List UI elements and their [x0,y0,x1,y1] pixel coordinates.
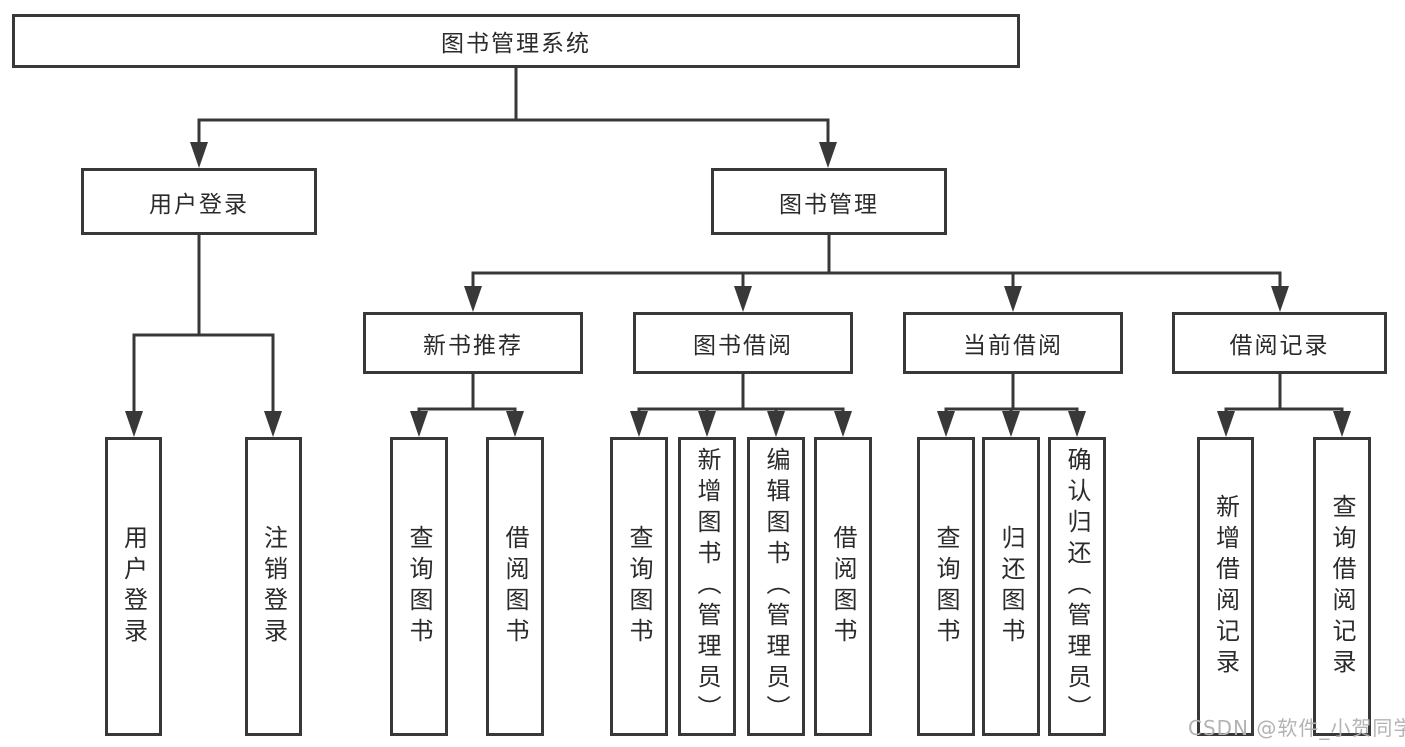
node-query-books-1: 查询图书 [390,437,448,736]
node-logout-action: 注销登录 [245,437,302,736]
node-label: 注销登录 [259,524,288,649]
node-query-books-2: 查询图书 [610,437,668,736]
node-borrow-records: 借阅记录 [1172,312,1387,374]
node-confirm-return-admin: 确认归还（管理员） [1048,437,1106,736]
node-label: 新增图书（管理员） [693,447,721,726]
arrowhead-icon [464,286,482,312]
node-label: 用户登录 [119,524,148,649]
arrowhead-icon [734,286,752,312]
node-add-books-admin: 新增图书（管理员） [678,437,736,736]
arrowhead-icon [1004,286,1022,312]
arrowhead-icon [1068,411,1086,437]
node-book-management: 图书管理 [711,168,947,235]
node-query-borrow-record: 查询借阅记录 [1313,437,1371,736]
arrowhead-icon [125,411,143,437]
arrowhead-icon [190,142,208,168]
node-label: 图书借阅 [693,333,793,359]
arrowhead-icon [767,411,785,437]
node-label: 借阅记录 [1229,333,1330,359]
node-label: 归还图书 [997,524,1025,649]
node-label: 新书推荐 [423,333,523,359]
node-user-login-action: 用户登录 [105,437,162,736]
connector-lines [132,235,275,431]
node-user-login-module: 用户登录 [81,168,317,235]
arrowhead-icon [630,411,648,437]
node-label: 用户登录 [149,191,249,218]
connector-lines [1224,374,1344,431]
node-borrow-books-1: 借阅图书 [486,437,544,736]
arrowhead-icon [1002,411,1020,437]
node-borrow-books-2: 借阅图书 [814,437,872,736]
arrowhead-icon [819,142,837,168]
node-label: 查询图书 [625,524,653,649]
node-query-books-3: 查询图书 [917,437,975,736]
node-add-borrow-record: 新增借阅记录 [1197,437,1254,736]
node-label: 图书管理系统 [441,31,591,57]
node-return-books: 归还图书 [982,437,1040,736]
node-label: 借阅图书 [829,524,857,649]
node-label: 查询借阅记录 [1328,493,1356,680]
arrowhead-icon [264,411,282,437]
arrowhead-icon [937,411,955,437]
node-label: 查询图书 [405,524,433,649]
node-book-borrow: 图书借阅 [633,312,853,374]
arrowhead-icon [698,411,716,437]
node-system-root: 图书管理系统 [12,14,1020,68]
arrowhead-icon [1271,286,1289,312]
node-edit-books-admin: 编辑图书（管理员） [747,437,805,736]
arrowhead-icon [1217,411,1235,437]
node-label: 编辑图书（管理员） [762,447,790,726]
arrowhead-icon [1333,411,1351,437]
arrowhead-icon [506,411,524,437]
connector-lines [197,68,830,162]
node-label: 确认归还（管理员） [1063,447,1091,726]
node-label: 借阅图书 [501,524,529,649]
arrowhead-icon [410,411,428,437]
arrowhead-icon [834,411,852,437]
node-current-borrow: 当前借阅 [903,312,1123,374]
node-label: 新增借阅记录 [1211,493,1240,680]
node-label: 当前借阅 [963,333,1063,359]
node-label: 查询图书 [932,524,960,649]
watermark: CSDN @软件_小贺同学 [1188,716,1405,740]
node-new-book-recommend: 新书推荐 [363,312,583,374]
connector-lines [417,374,517,431]
node-label: 图书管理 [779,191,879,218]
